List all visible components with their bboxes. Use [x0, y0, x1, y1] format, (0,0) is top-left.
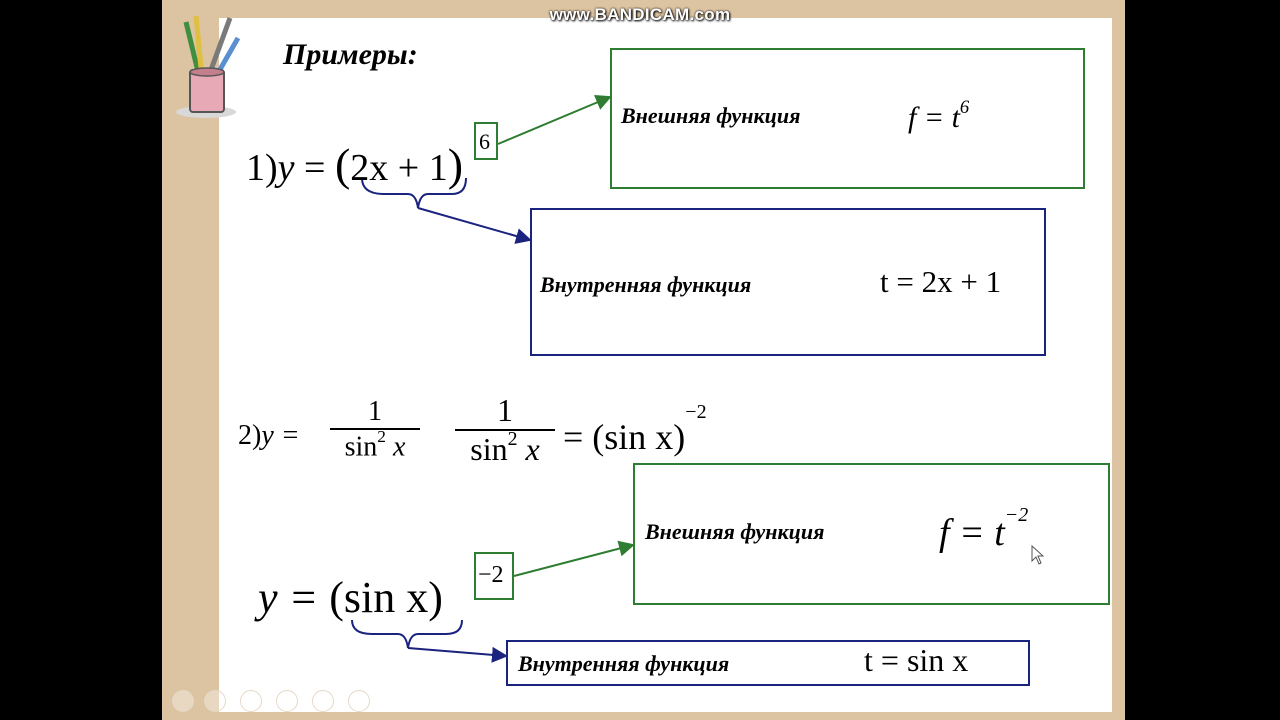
example1-inner-box: Внутренняя функция t = 2x + 1	[530, 208, 1046, 356]
pen-tool-button[interactable]	[240, 690, 262, 712]
example1-outer-exp: 6	[959, 97, 970, 119]
example2-fraction-1: 1 sin2 x	[330, 396, 420, 463]
example2-frac1-bar	[330, 428, 420, 430]
example1-lhs: y	[277, 147, 295, 189]
example1-rparen: )	[447, 139, 464, 190]
example2-fraction-2: 1 sin2 x	[455, 392, 555, 468]
example2-y-body: (sin x)	[329, 573, 443, 622]
example2-frac2-den: sin2 x	[470, 428, 540, 467]
example2-number: 2)	[238, 420, 262, 451]
cursor-icon	[1031, 545, 1045, 565]
example2-lead: 2)y =	[238, 420, 300, 452]
example2-outer-box: Внешняя функция f = t−2	[633, 463, 1110, 605]
next-slide-button[interactable]	[204, 690, 226, 712]
example2-y-lhs: y =	[258, 573, 319, 622]
example2-y-expression: y = (sin x)	[258, 572, 443, 623]
example2-frac2-num: 1	[497, 392, 513, 428]
watermark: www.BANDICAM.com	[549, 5, 731, 24]
example1-outer-formula: f = t6	[908, 97, 970, 134]
example2-frac1-num: 1	[368, 396, 382, 427]
example1-inner-formula: t = 2x + 1	[880, 264, 1002, 299]
pencil-cup-icon	[176, 15, 241, 118]
example2-exponent: −2	[478, 562, 504, 588]
example1-outer-label: Внешняя функция	[621, 103, 801, 128]
example2-inner-label: Внутренняя функция	[518, 651, 730, 676]
example2-frac1-den: sin2 x	[344, 427, 406, 463]
example1-lparen: (	[334, 139, 351, 190]
example1-equation: 1)y = (2x + 1)	[246, 138, 463, 191]
example1-outer-box: Внешняя функция f = t6	[610, 48, 1085, 189]
example2-exponent-box: −2	[474, 552, 514, 600]
page-title: Примеры:	[283, 38, 418, 71]
example2-lhs: y =	[261, 420, 300, 451]
example2-inner-box: Внутренняя функция t = sin x	[506, 640, 1030, 686]
example2-inner-formula: t = sin x	[864, 642, 969, 678]
example1-eq: =	[304, 147, 326, 189]
more-options-button[interactable]	[348, 690, 370, 712]
example2-frac2-bar	[455, 429, 555, 431]
example1-inner: 2x + 1	[350, 147, 448, 189]
example1-exponent: 6	[479, 129, 490, 154]
prev-slide-button[interactable]	[172, 690, 194, 712]
example2-rhs-exp: −2	[685, 401, 707, 423]
example1-number: 1)	[246, 147, 278, 189]
example2-outer-formula: f = t−2	[939, 504, 1029, 554]
example1-exponent-box: 6	[474, 122, 498, 160]
example2-rhs: = (sin x)−2	[563, 401, 707, 457]
example1-inner-label: Внутренняя функция	[540, 272, 752, 297]
slides-grid-button[interactable]	[276, 690, 298, 712]
example2-outer-exp: −2	[1004, 504, 1029, 527]
zoom-button[interactable]	[312, 690, 334, 712]
example2-outer-label: Внешняя функция	[645, 519, 825, 544]
